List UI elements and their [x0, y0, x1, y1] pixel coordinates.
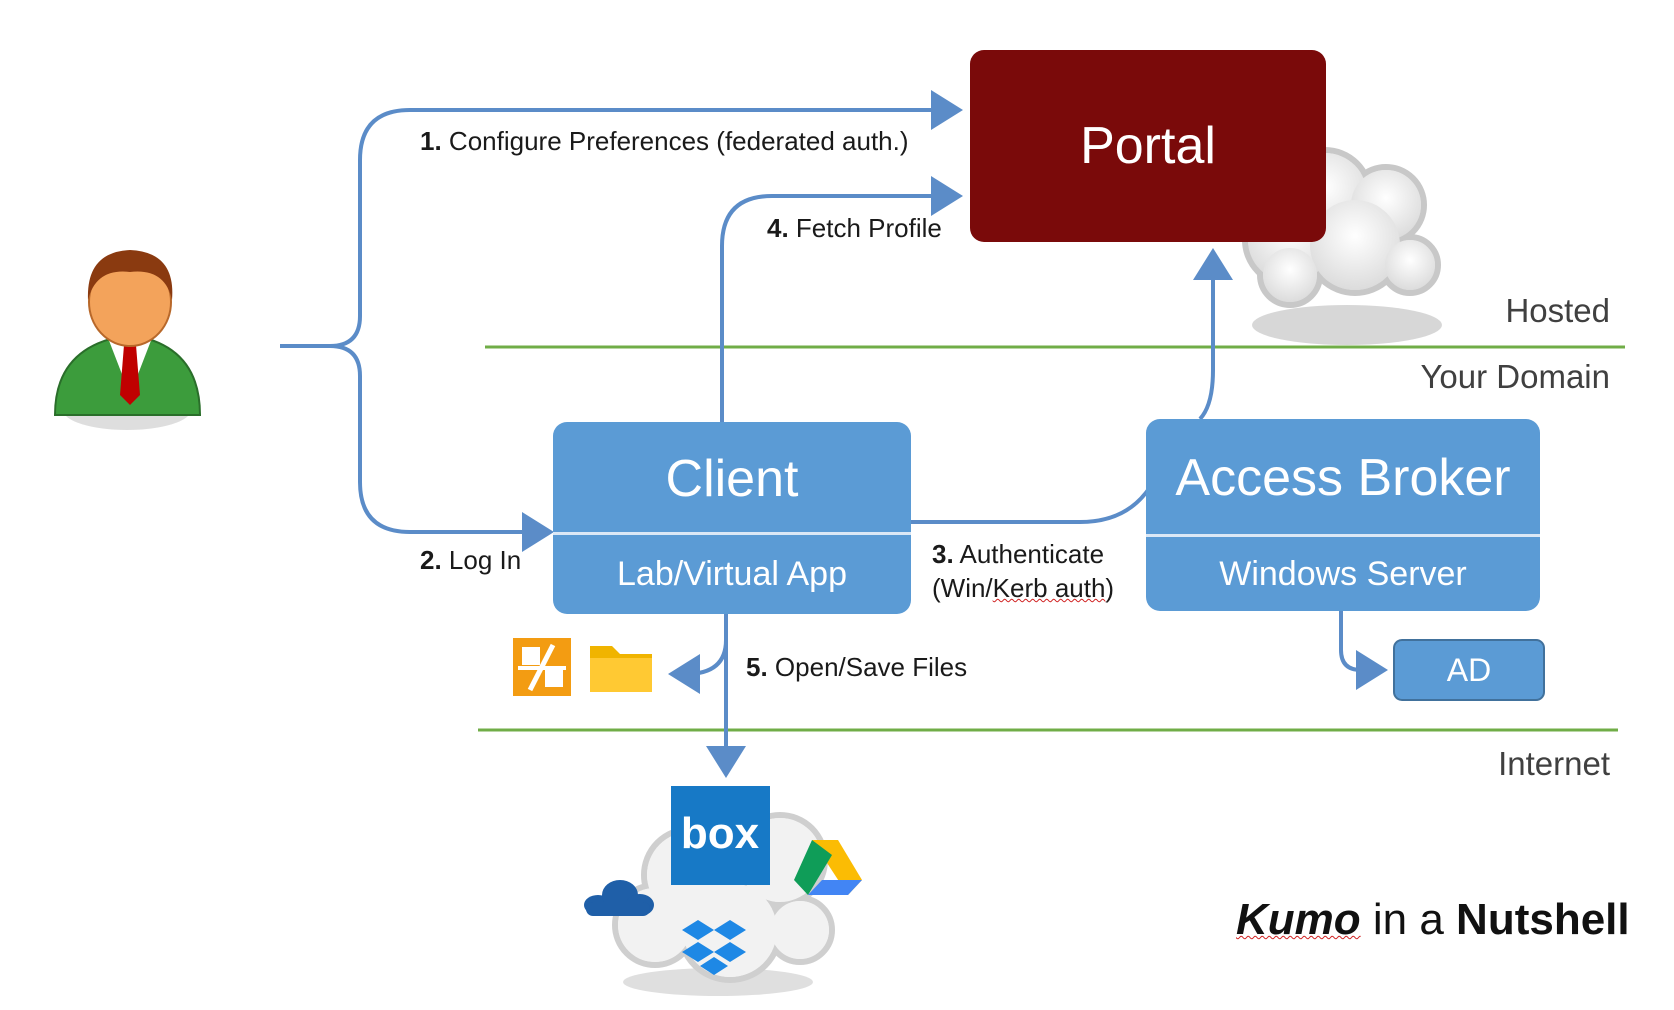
client-node: Client Lab/Virtual App	[553, 422, 911, 614]
dropbox-icon	[682, 920, 746, 975]
step-2-label: 2. Log In	[420, 545, 521, 576]
step-5-number: 5.	[746, 652, 768, 682]
in-a-words: in a	[1360, 895, 1457, 944]
onedrive-icon	[584, 880, 654, 916]
step-4-number: 4.	[767, 213, 789, 243]
step-4-text: Fetch Profile	[795, 213, 942, 243]
login-connector	[329, 344, 554, 552]
broker-to-ad-arrow	[1339, 611, 1388, 690]
step-3-label: 3. Authenticate (Win/Kerb auth)	[932, 537, 1114, 605]
step-4-label: 4. Fetch Profile	[767, 213, 942, 244]
step-5-label: 5. Open/Save Files	[746, 652, 967, 683]
google-drive-icon	[794, 840, 862, 895]
step-2-number: 2.	[420, 545, 442, 575]
step-5-text: Open/Save Files	[774, 652, 968, 682]
client-title: Client	[665, 449, 799, 508]
ad-node: AD	[1393, 639, 1545, 701]
broker-to-portal-arrow	[1193, 248, 1233, 421]
step-3-text: Authenticate	[959, 539, 1105, 569]
portal-node: Portal	[970, 50, 1326, 242]
step-3-text-line2-kerb: Kerb auth	[992, 573, 1106, 603]
user-avatar-icon	[53, 250, 202, 430]
zone-your-domain: Your Domain	[1420, 358, 1610, 395]
kumo-word: Kumo	[1236, 895, 1361, 944]
box-logo-text: box	[681, 809, 760, 858]
open-save-files-arrow	[668, 614, 728, 694]
authenticate-connector	[911, 488, 1150, 524]
step-3-number: 3.	[932, 539, 954, 569]
user-brace	[280, 90, 963, 348]
box-icon: box	[671, 786, 770, 885]
office-icon	[513, 638, 571, 696]
zone-hosted: Hosted	[1505, 292, 1610, 329]
access-broker-node: Access Broker Windows Server	[1146, 419, 1540, 611]
step-1-number: 1.	[420, 126, 442, 156]
kumo-in-a-nutshell-title: Kumo in a Nutshell	[1236, 895, 1630, 945]
fetch-profile-arrow	[720, 176, 963, 422]
step-3-text-line2-start: (Win/	[932, 573, 993, 603]
client-subtitle: Lab/Virtual App	[553, 532, 911, 614]
broker-title: Access Broker	[1175, 449, 1511, 507]
zone-internet: Internet	[1498, 745, 1610, 782]
step-2-text: Log In	[448, 545, 522, 575]
step-1-text: Configure Preferences (federated auth.)	[448, 126, 909, 156]
folder-icon	[590, 646, 652, 692]
step-1-label: 1. Configure Preferences (federated auth…	[420, 126, 909, 157]
broker-subtitle: Windows Server	[1146, 534, 1540, 611]
nutshell-word: Nutshell	[1456, 895, 1630, 944]
step-3-text-line2-end: )	[1105, 573, 1115, 603]
